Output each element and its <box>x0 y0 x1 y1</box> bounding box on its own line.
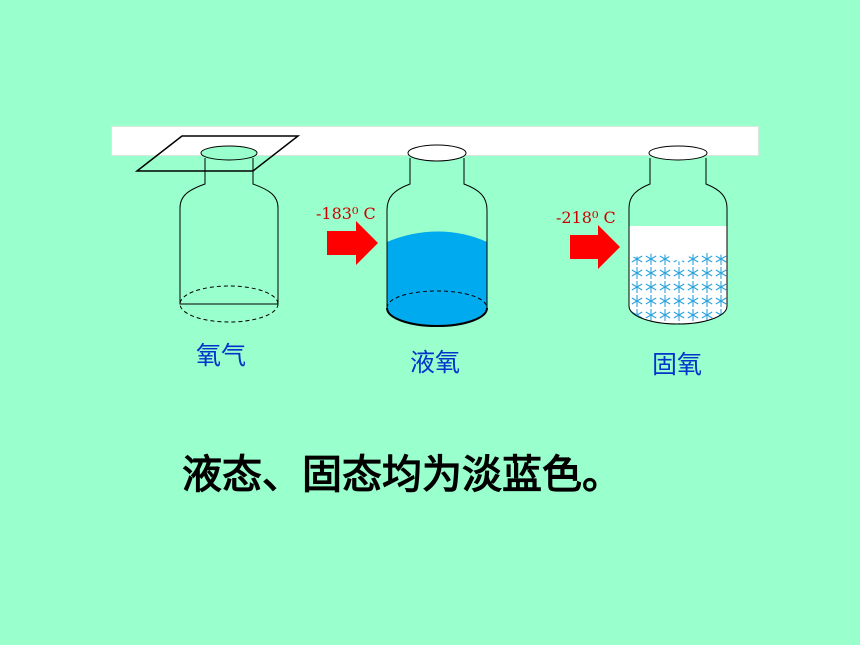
temperature-label-2: -218⁰ C <box>556 208 616 227</box>
liquid-oxygen-bottle <box>386 144 488 328</box>
cooling-arrow-2 <box>570 225 620 269</box>
solid-oxygen-bottle <box>628 145 728 325</box>
caption: 液态、固态均为淡蓝色。 <box>182 452 622 498</box>
solid-oxygen-label: 固氧 <box>652 350 703 379</box>
snowflake-crystals <box>629 250 727 324</box>
glass-plate <box>134 135 301 172</box>
oxygen-gas-bottle <box>134 135 301 323</box>
temperature-label-1: -183⁰ C <box>316 204 376 223</box>
oxygen-gas-label: 氧气 <box>196 341 247 370</box>
liquid-oxygen-label: 液氧 <box>410 348 461 377</box>
cooling-arrow-1 <box>327 221 378 265</box>
